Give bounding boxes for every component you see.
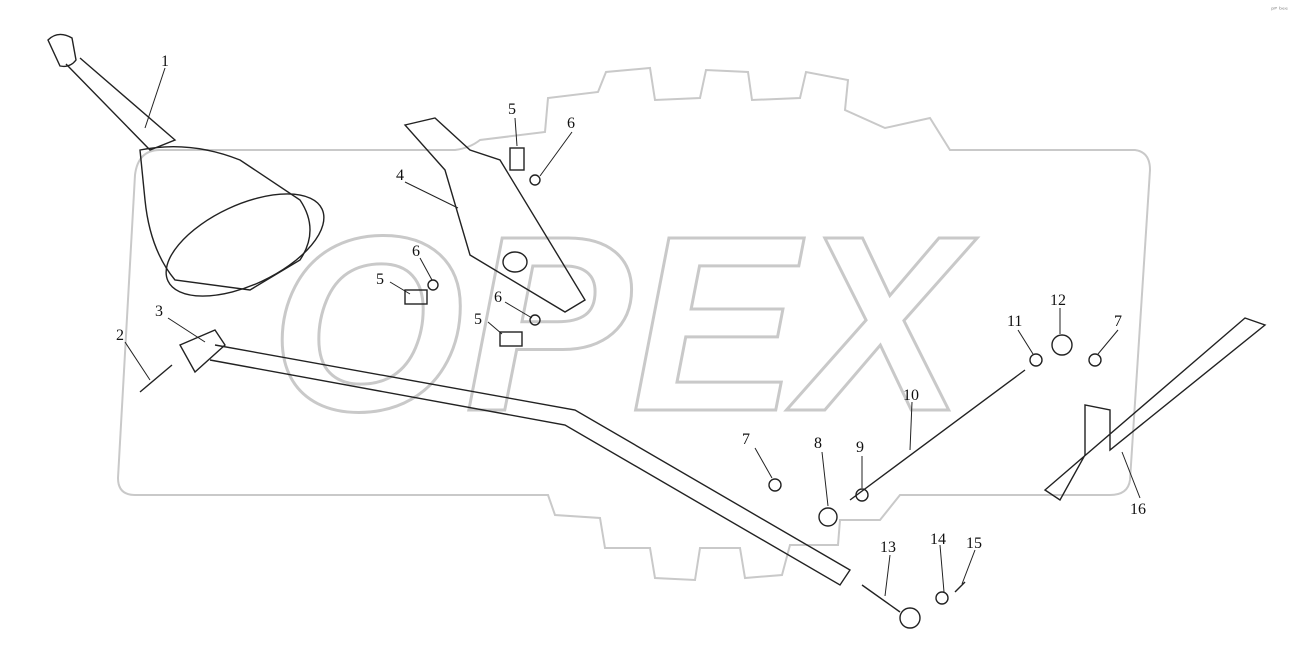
callout-6a: 6 <box>567 115 575 132</box>
nut-9 <box>855 488 869 502</box>
callout-12: 12 <box>1050 292 1066 309</box>
leader-11 <box>1017 329 1034 355</box>
nut-7-upper <box>1088 353 1102 367</box>
leader-8 <box>821 451 829 507</box>
callout-4: 4 <box>396 167 404 184</box>
rod-end-bracket <box>179 329 226 374</box>
leader-5c <box>487 321 503 335</box>
watermark-gear-frame <box>116 66 1152 582</box>
leader-6c <box>504 301 533 319</box>
leader-16 <box>1121 451 1141 499</box>
callout-14: 14 <box>930 531 946 548</box>
bolt-left <box>404 289 428 305</box>
leader-10 <box>909 401 913 451</box>
rod-end-12 <box>1051 334 1073 356</box>
threaded-rod-13 <box>861 584 901 613</box>
callout-16: 16 <box>1130 501 1146 518</box>
bolt-lower <box>499 331 523 347</box>
corner-mark: ᵖᴾ ᵇᵉᵉ <box>1271 6 1288 14</box>
callout-15: 15 <box>966 535 982 552</box>
tie-rod-assembly <box>768 334 1102 527</box>
bracket-hole <box>502 251 528 273</box>
rod-end-assembly-lower <box>861 581 966 629</box>
callout-6c: 6 <box>494 289 502 306</box>
mount-bracket <box>403 117 586 313</box>
nut-11 <box>1029 353 1043 367</box>
leader-5a <box>514 117 518 147</box>
callout-13: 13 <box>880 539 896 556</box>
washer-lower <box>529 314 541 326</box>
washer-left <box>427 279 439 291</box>
callout-11: 11 <box>1007 313 1022 330</box>
washer-upper <box>529 174 541 186</box>
shift-rod <box>179 329 851 586</box>
lever-shaft <box>65 57 177 151</box>
callout-7b: 7 <box>1114 313 1122 330</box>
tie-rod <box>849 369 1026 501</box>
pin-part-2 <box>139 364 173 393</box>
leader-7b <box>1097 329 1119 355</box>
leader-5b <box>389 281 411 295</box>
leader-1 <box>144 67 166 129</box>
callout-labels: 1 2 3 4 5 6 5 6 6 5 7 8 9 10 11 12 7 13 … <box>116 53 1146 556</box>
rod-end-8 <box>818 507 838 527</box>
leader-7a <box>754 447 773 479</box>
callout-5b: 5 <box>376 271 384 288</box>
plate-16 <box>1043 317 1267 502</box>
leader-13 <box>884 554 891 597</box>
callout-2: 2 <box>116 327 124 344</box>
gear-lever-assembly <box>47 33 325 297</box>
leader-15 <box>961 549 976 585</box>
callout-9: 9 <box>856 439 864 456</box>
callout-5c: 5 <box>474 311 482 328</box>
rod-body <box>209 344 851 586</box>
callout-6b: 6 <box>412 243 420 260</box>
callout-5a: 5 <box>508 101 516 118</box>
leader-3 <box>167 317 206 343</box>
bolts-washers <box>404 147 541 347</box>
callout-7a: 7 <box>742 431 750 448</box>
callout-10: 10 <box>903 387 919 404</box>
lever-knob <box>47 33 77 68</box>
leader-4 <box>404 181 459 209</box>
nut-7-lower <box>768 478 782 492</box>
callout-3: 3 <box>155 303 163 320</box>
lever-boot <box>139 145 311 291</box>
leader-lines <box>124 67 1141 597</box>
washer-14 <box>935 591 949 605</box>
leader-14 <box>939 544 945 593</box>
bolt-upper <box>509 147 525 171</box>
callout-1: 1 <box>161 53 169 70</box>
watermark-logo: OPEX <box>116 66 1152 582</box>
rod-end-13 <box>899 607 921 629</box>
callout-8: 8 <box>814 435 822 452</box>
watermark-text: OPEX <box>270 184 978 463</box>
leader-2 <box>124 341 151 381</box>
leader-6b <box>419 257 433 281</box>
pin-15 <box>954 581 966 593</box>
leader-6a <box>539 131 573 177</box>
boot-ring <box>165 193 325 297</box>
